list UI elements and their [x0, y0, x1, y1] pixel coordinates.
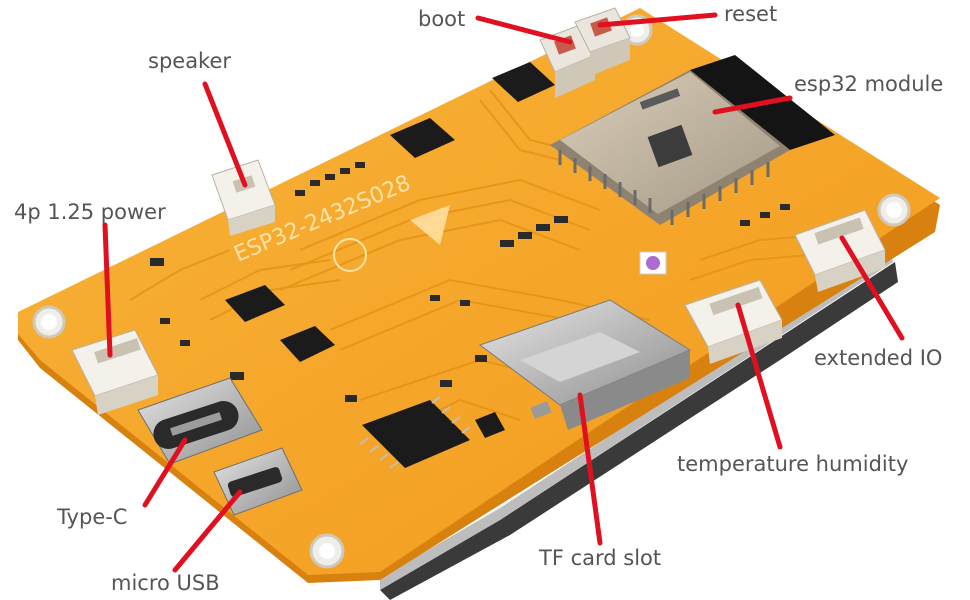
- power-connector: [71, 329, 159, 415]
- label-micro-usb: micro USB: [111, 571, 220, 595]
- usb-type-c-port: [137, 377, 263, 465]
- callout-temp-humidity: [735, 302, 783, 450]
- callout-lines: [102, 12, 905, 573]
- callout-type-c: [142, 437, 188, 508]
- ic-pins: [359, 396, 471, 469]
- temp-humidity-connector: [684, 279, 783, 364]
- label-speaker: speaker: [148, 49, 232, 73]
- smd-components: [150, 162, 790, 402]
- label-boot: boot: [418, 7, 466, 31]
- label-4p-power: 4p 1.25 power: [14, 200, 166, 224]
- label-reset: reset: [724, 2, 778, 26]
- callout-power: [102, 222, 113, 358]
- label-type-c: Type-C: [57, 505, 128, 529]
- callout-speaker: [202, 81, 248, 188]
- label-temperature-humidity: temperature humidity: [677, 452, 909, 476]
- label-extended-io: extended IO: [814, 346, 943, 370]
- ic-chips: [225, 62, 555, 468]
- callout-esp32: [712, 95, 793, 115]
- rgb-led: [639, 251, 667, 275]
- label-esp32-module: esp32 module: [794, 72, 944, 96]
- callout-extended-io: [839, 235, 905, 341]
- logo-mark: [333, 205, 450, 272]
- callout-tf-card: [577, 392, 603, 546]
- speaker-connector: [211, 159, 276, 236]
- callout-reset: [597, 12, 718, 28]
- callout-micro-usb: [172, 489, 243, 573]
- label-tf-card-slot: TF card slot: [539, 546, 662, 570]
- extended-io-connector: [794, 209, 886, 292]
- callout-boot: [475, 15, 573, 45]
- tf-card-slot: [478, 299, 692, 430]
- reset-button: [574, 7, 631, 76]
